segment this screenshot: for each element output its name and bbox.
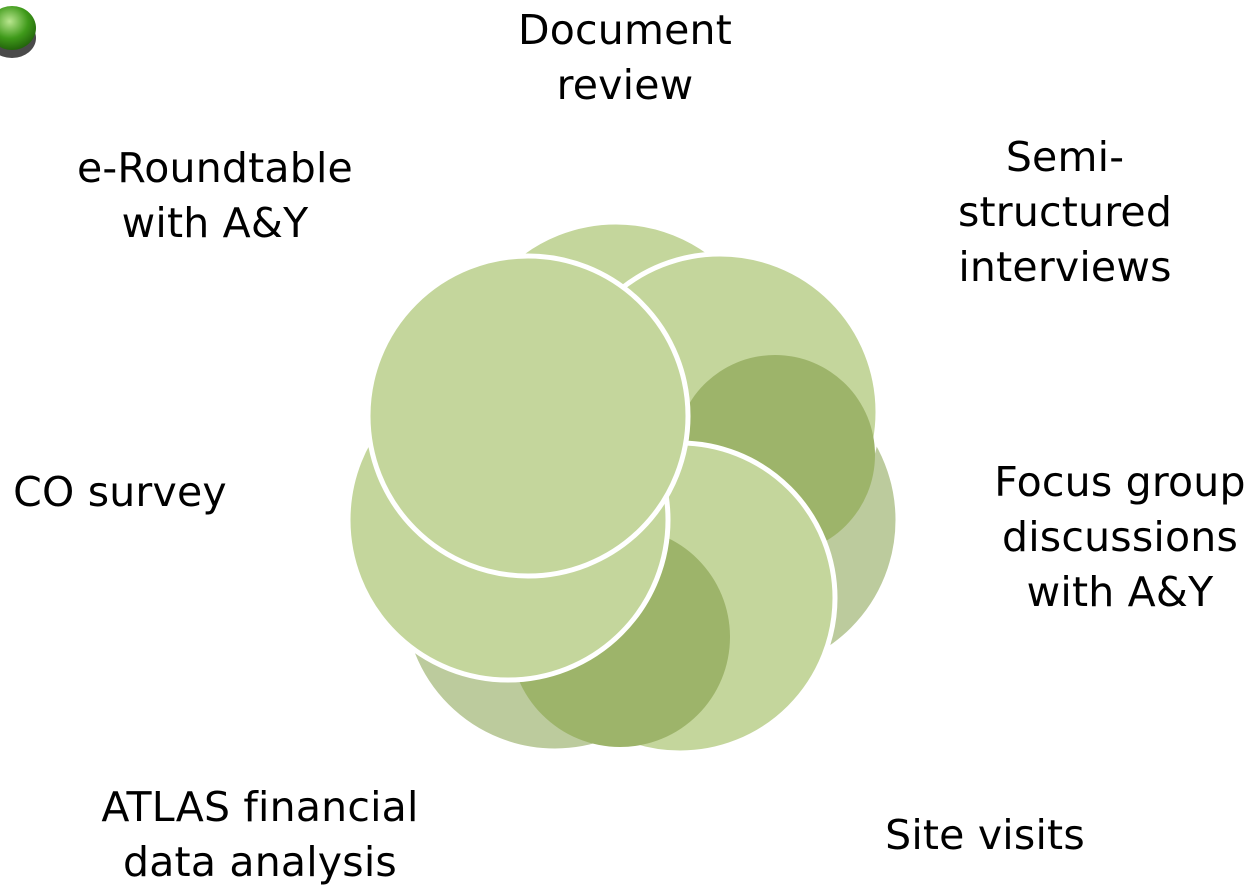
green-bullet-icon [0, 6, 36, 58]
label-atlas: ATLAS financial data analysis [101, 783, 419, 886]
label-semi-structured-interviews: Semi- structured interviews [957, 133, 1173, 291]
label-document-review: Document review [517, 6, 732, 109]
label-e-roundtable: e-Roundtable with A&Y [77, 144, 353, 247]
label-site-visits: Site visits [885, 811, 1085, 859]
label-co-survey: CO survey [13, 468, 227, 516]
label-focus-group: Focus group discussions with A&Y [994, 458, 1246, 616]
circle-e-roundtable [365, 253, 691, 579]
